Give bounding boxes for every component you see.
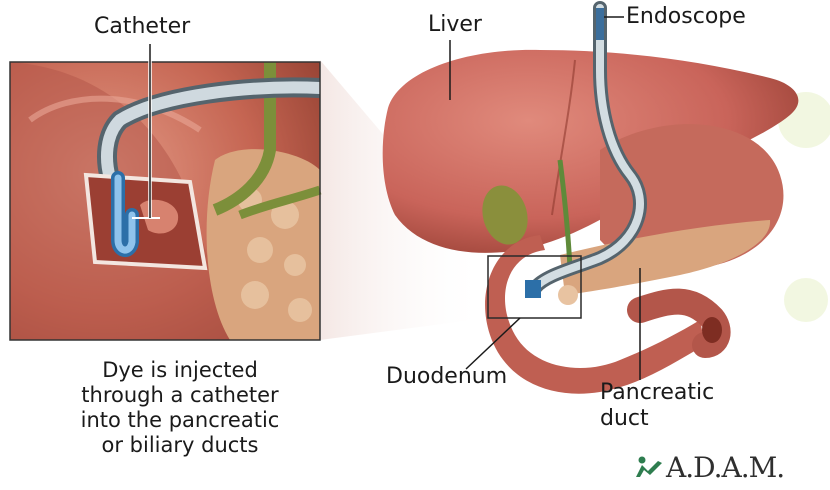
main-anatomy bbox=[383, 8, 799, 394]
label-pancreatic-duct-line2: duct bbox=[600, 406, 649, 432]
caption-line: through a catheter bbox=[30, 383, 330, 408]
inset-closeup bbox=[10, 62, 320, 340]
caption-line: into the pancreatic bbox=[30, 408, 330, 433]
label-endoscope: Endoscope bbox=[626, 4, 746, 30]
caption-line: or biliary ducts bbox=[30, 433, 330, 458]
watermark bbox=[778, 92, 830, 322]
label-liver: Liver bbox=[428, 12, 482, 38]
adam-figure-icon bbox=[634, 455, 664, 479]
label-pancreatic-duct-line1: Pancreatic bbox=[600, 380, 714, 406]
adam-logo: A.D.A.M. bbox=[634, 451, 784, 483]
label-catheter: Catheter bbox=[94, 14, 190, 40]
caption-line: Dye is injected bbox=[30, 358, 330, 383]
label-duodenum: Duodenum bbox=[386, 364, 507, 390]
figure-caption: Dye is injected through a catheter into … bbox=[30, 358, 330, 458]
logo-text: A.D.A.M. bbox=[666, 451, 784, 484]
